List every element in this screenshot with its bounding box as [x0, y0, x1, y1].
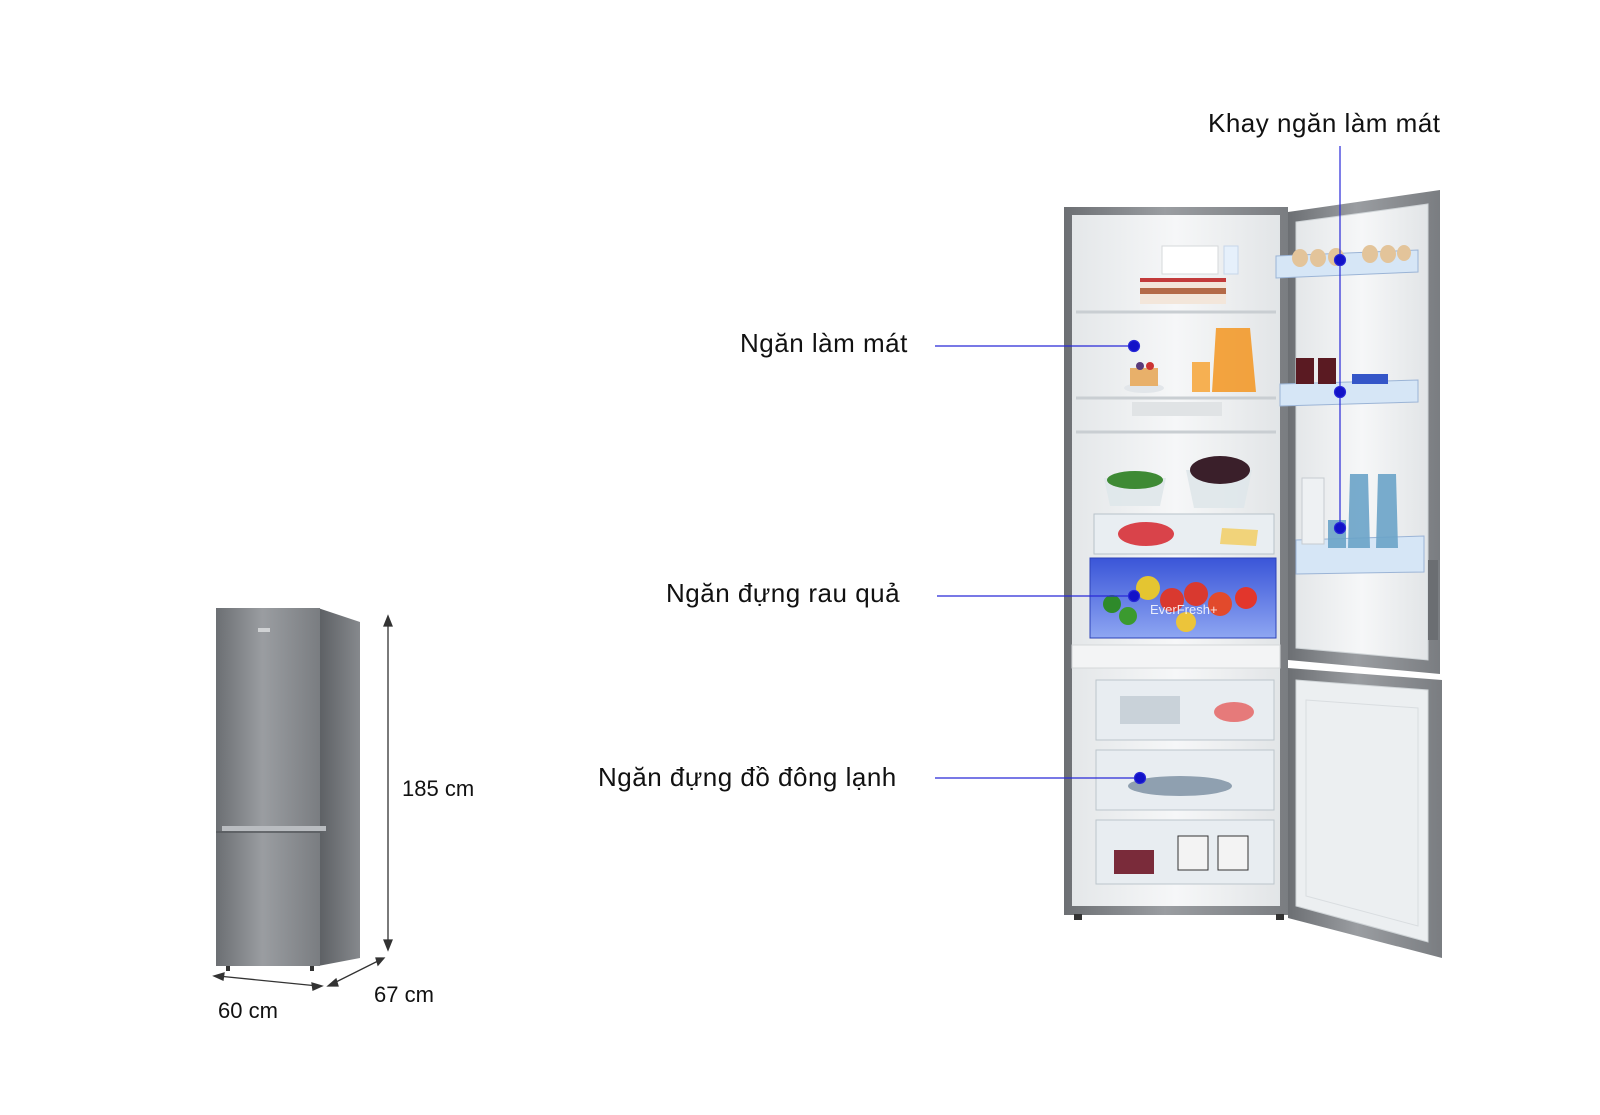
open-fridge: EverFresh+ — [1064, 190, 1442, 958]
neofrost-sticker — [1161, 245, 1219, 275]
freezer-label: Ngăn đựng đồ đông lạnh — [598, 762, 897, 792]
shelf-vent — [1132, 402, 1222, 416]
crisper-drawer: EverFresh+ — [1089, 557, 1277, 639]
salad-bowl — [1104, 471, 1166, 506]
door-tray-label: Khay ngăn làm mát — [1208, 108, 1441, 138]
closed-fridge-logo — [258, 628, 270, 632]
closed-fridge-side — [318, 608, 360, 966]
freezer-point — [1133, 771, 1147, 785]
fridge-point — [1127, 339, 1141, 353]
freezer-drawer-2 — [1095, 749, 1275, 811]
crisper-point — [1127, 589, 1141, 603]
fridge-compartment-label: Ngăn làm mát — [740, 328, 908, 358]
leader-lines — [935, 146, 1347, 785]
upper-door — [1275, 190, 1440, 674]
depth-dimension: 67 cm — [374, 982, 434, 1007]
depth-dimension-line — [331, 959, 381, 985]
pancakes — [1124, 362, 1164, 393]
closed-fridge — [216, 608, 360, 971]
width-dimension: 60 cm — [218, 998, 278, 1023]
crisper-label: Ngăn đựng rau quả — [666, 578, 901, 608]
crisper-brand-text: EverFresh+ — [1150, 602, 1218, 617]
chiller-drawer — [1093, 513, 1275, 555]
grape-bowl — [1186, 456, 1252, 508]
closed-fridge-top-panel — [216, 608, 320, 828]
door-tray-point-3 — [1333, 521, 1347, 535]
door-tray-point-2 — [1333, 385, 1347, 399]
door-tray-point-1 — [1333, 253, 1347, 267]
lower-door — [1288, 668, 1442, 958]
dimension-lines — [212, 614, 393, 991]
height-dimension: 185 cm — [402, 776, 475, 801]
cake — [1140, 278, 1226, 304]
width-dimension-line — [217, 975, 319, 987]
closed-fridge-handle — [222, 826, 326, 831]
juice-jug — [1192, 328, 1256, 392]
freezer-drawer-1 — [1095, 679, 1275, 741]
freezer-drawer-3 — [1095, 819, 1275, 885]
compartment-divider — [1071, 644, 1281, 669]
